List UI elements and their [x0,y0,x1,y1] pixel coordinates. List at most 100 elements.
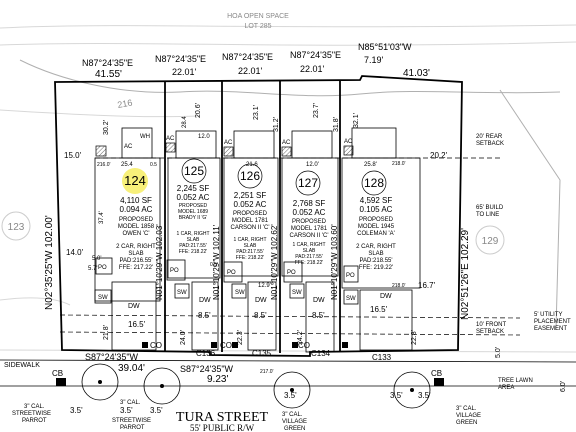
lot-124-line-4: 2 CAR, RIGHT [116,244,156,250]
driveway-128 [359,289,413,351]
lot-127-ac: 0.052 AC [293,208,326,217]
co-label-3: CO [298,341,310,350]
lot-126-dim-front: 22.3' [237,330,244,345]
rear-distance-2: 22.01' [172,67,197,77]
lot-123-number: 123 [8,222,25,233]
lot-127-dim-patio: 12.0' [306,162,319,168]
build-line-note-2: TO LINE [476,212,499,218]
po-label-127: PO [287,270,296,276]
lot-125-dim-dw: 8.5' [198,311,211,320]
tree-note-2-line-1: 3" CAL. [120,400,141,406]
front-bearing-2: S87°24'35"W [180,364,234,374]
front-depth-right: 5.0' [495,347,502,358]
lot-128-line-4: 2 CAR, RIGHT [356,244,396,250]
lot-124-dim-rear: 30.2' [103,120,110,135]
lot-128-line-1: PROPOSED [359,217,394,223]
catch-basin-right [434,378,444,386]
lot-126-ffe: FFE: 218.22' [236,255,265,261]
ac-label-124: AC [124,144,133,150]
lot-125-line-1: PROPOSED [179,203,208,209]
rear-distance-3: 22.01' [238,66,263,76]
dw-label-127: DW [313,297,325,304]
driveway-126 [247,281,277,351]
half-ft-1: 0.5' [210,262,218,268]
lot-128-line-5: SLAB [368,251,383,257]
ac-label-128: AC [344,139,353,145]
lot-124-ac: 0.094 AC [120,205,153,214]
lot-127-dim-dw: 8.5' [312,311,325,320]
lot-124-pad: PAD:216.55' [119,258,152,264]
tree-spacing-2: 3.5' [120,406,133,415]
lot-125-dim-front: 24.0' [180,330,187,345]
lot-125-dim-rear: 20.6' [195,103,202,118]
tree-lawn-label-2: AREA [498,385,514,391]
co-label-2: CO [220,341,232,350]
utility-note-2: PLACEMENT [534,319,571,325]
lot-126-dim-dw: 8.5' [254,311,267,320]
gap-label: 5.0' [92,256,102,262]
rear-setback-note-2: SETBACK [476,141,504,147]
lot-126-line-5: SLAB [244,243,257,249]
lot-126-dim-rear: 23.1' [253,105,260,120]
build-line-note-1: 65' BUILD [476,205,504,211]
lot-125-line-2: MODEL 1689 [178,209,208,215]
front-distance-2: 9.23' [207,374,228,385]
lot-127-line-3: CARSON II 'C' [290,233,329,239]
lot-127-pad: PAD:217.55' [295,254,323,260]
rear-bearing-5: N85°51'03"W [358,42,412,52]
sw-label-125: SW [177,290,187,296]
rear-gray-label: 216 [117,98,134,110]
tree-note-4-line-3: GREEN [456,420,477,426]
street-trees [81,363,431,409]
lot-127-dim-rear: 23.7' [313,103,320,118]
po-label-128: PO [346,273,355,279]
sw-label-128: SW [346,296,356,302]
rear-setback-note-1: 20' REAR [476,134,503,140]
driveway-124 [111,281,157,351]
front-setback-note-2: SETBACK [476,329,504,335]
rear-right-setback: 20.2' [430,151,448,160]
lot-128-dim-front: 22.8' [411,330,418,345]
tree-note-3-line-2: VILLAGE [282,419,307,425]
lot-127-line-1: PROPOSED [292,219,327,225]
lot-127-circle [295,170,321,196]
sw-label-127: SW [292,290,302,296]
lot-128-dim-width: 25.8' [364,162,377,168]
house-127 [281,130,339,299]
po-label-124: PO [98,265,107,271]
rear-bearing-3: N87°24'35"E [222,52,273,62]
lot-124-line-1: PROPOSED [119,217,154,223]
tree-spacing-4: 3.5' [284,391,297,400]
elev-218-front: 218.0' [392,283,406,289]
street-row: 55' PUBLIC R/W [190,423,255,432]
utility-easement-line [59,331,521,336]
lot-125-line-4: 1 CAR, RIGHT [176,231,209,237]
cleanout-markers [142,342,348,348]
lot-126-number: 126 [240,169,260,183]
lot-128-pad: PAD:218.55' [359,258,392,264]
lot-126-depth: N01°10'29"W 102.62' [270,224,279,300]
lot-126-pad: PAD:217.55' [236,249,264,255]
ac-label-126: AC [224,140,233,146]
house-126 [223,130,279,299]
lot-125-depth: N01°10'29"W 102.11' [212,224,221,300]
tree-note-3-line-1: 3" CAL. [282,412,303,418]
hoa-open-space-label: HOA OPEN SPACE [227,13,289,20]
catch-basin-left [56,378,66,386]
lot-127-line-2: MODEL 1781 [291,226,328,232]
lot-124-line-5: SLAB [128,251,143,257]
front-distance-1: 39.04' [118,363,145,374]
lot-126-dim-width: 21.6 [246,162,258,168]
lot-128-number: 128 [364,176,384,190]
utility-note-1: 5' UTILITY [534,312,563,318]
driveway-127 [305,281,335,353]
front-gap: 6.0' [560,381,567,392]
lot-129-number: 129 [482,236,499,247]
ac-label-125: AC [166,136,175,142]
lot-126-line-4: 1 CAR, RIGHT [233,237,266,243]
curb-label-c134: C134 [311,349,331,358]
lot-124-dim-width: 25.4 [121,162,133,168]
tree-spacing-1: 3.5' [70,406,83,415]
dw-label-124: DW [128,303,140,310]
